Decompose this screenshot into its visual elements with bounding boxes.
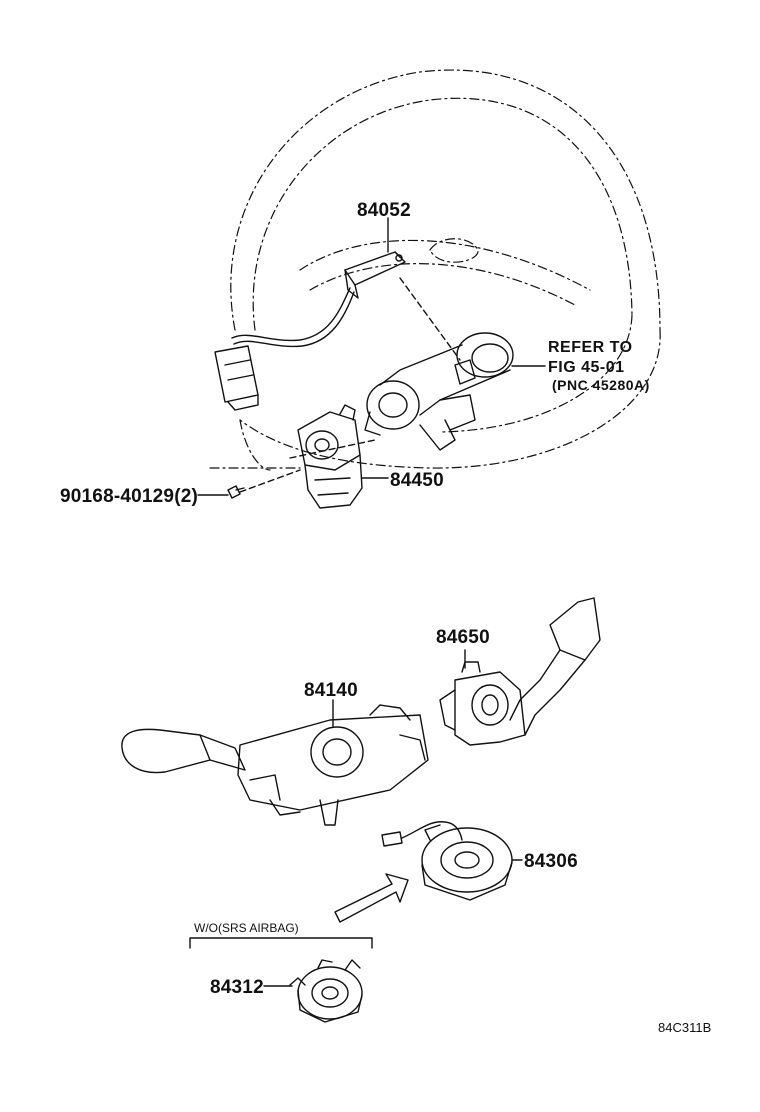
part-84306-spiral-cable [381, 821, 513, 901]
label-84306: 84306 [524, 851, 578, 872]
part-84140-combination-switch [121, 704, 429, 826]
steering-column-assembly [364, 332, 514, 451]
assembly-line-84052 [399, 277, 461, 361]
label-84312: 84312 [210, 977, 264, 998]
part-84650-wiper-switch [439, 597, 601, 746]
figure-code: 84C311B [658, 1020, 711, 1035]
steering-wheel-outline [209, 69, 661, 471]
refer-line-2: FIG 45-01 [548, 359, 625, 376]
assembly-arrow [334, 873, 409, 923]
label-84140: 84140 [304, 680, 358, 701]
refer-line-3: (PNC 45280A) [552, 377, 650, 393]
variant-bracket [189, 937, 373, 949]
variant-label: W/O(SRS AIRBAG) [194, 921, 299, 935]
label-84450: 84450 [390, 470, 444, 491]
label-bolt: 90168-40129(2) [60, 486, 198, 507]
refer-line-1: REFER TO [548, 339, 633, 356]
label-84650: 84650 [436, 627, 490, 648]
part-84052-sensor [214, 251, 406, 411]
bolt-90168 [227, 485, 245, 499]
part-84312-spiral-cable [289, 959, 363, 1023]
label-84052: 84052 [357, 200, 411, 221]
assembly-line-84450 [239, 439, 376, 493]
part-84450-switch [297, 404, 363, 509]
